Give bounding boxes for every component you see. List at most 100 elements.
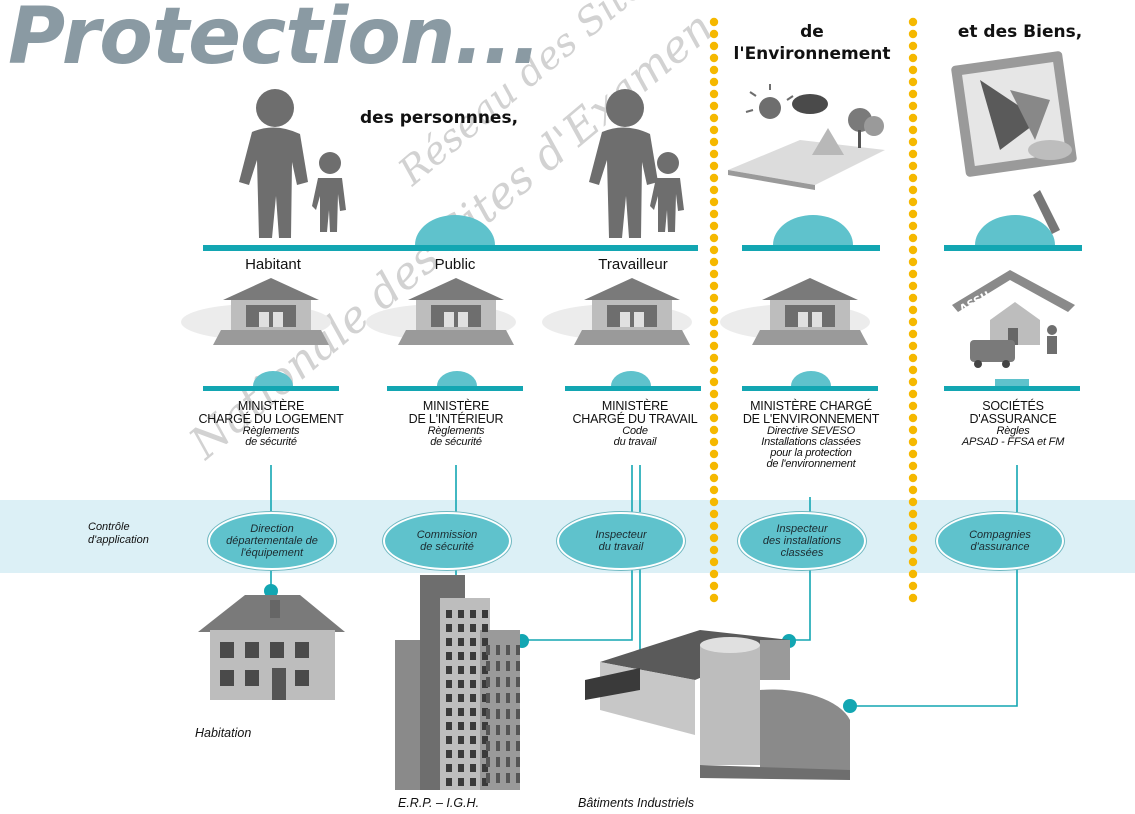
painting-icon <box>951 51 1077 234</box>
section-environnement-line1: de <box>800 22 824 42</box>
separator-dot <box>908 473 918 483</box>
separator-left <box>709 17 719 603</box>
separator-dot <box>908 161 918 171</box>
separator-dot <box>709 389 719 399</box>
separator-dot <box>908 269 918 279</box>
separator-dot <box>709 125 719 135</box>
separator-dot <box>908 581 918 591</box>
separator-dot <box>908 569 918 579</box>
oval-1-line3: l'équipement <box>240 547 303 559</box>
assurance-house-icon <box>952 270 1075 368</box>
separator-dot <box>709 161 719 171</box>
separator-dot <box>709 401 719 411</box>
caption-erp-igh: E.R.P. – I.G.H. <box>398 796 480 810</box>
separator-dot <box>709 449 719 459</box>
separator-dot <box>709 29 719 39</box>
separator-dot <box>709 53 719 63</box>
separator-dot <box>709 545 719 555</box>
separator-dot <box>709 65 719 75</box>
separator-dot <box>908 305 918 315</box>
ministry-logement: MINISTÈRE CHARGÉ DU LOGEMENT Règlements … <box>180 400 362 448</box>
separator-dot <box>709 533 719 543</box>
separator-dot <box>908 173 918 183</box>
ministry-environnement-sub3: pour la protection <box>770 447 852 459</box>
separator-dot <box>709 353 719 363</box>
ministry-environnement-line2: DE L'ENVIRONNEMENT <box>742 412 880 426</box>
separator-dot <box>709 521 719 531</box>
separator-dot <box>908 461 918 471</box>
separator-dot <box>908 101 918 111</box>
ministry-interieur-line2: DE L'INTÉRIEUR <box>408 412 504 426</box>
separator-dot <box>908 413 918 423</box>
separator-dot <box>709 473 719 483</box>
ministry-environnement-sub1: Directive SEVESO <box>767 425 855 437</box>
separator-dot <box>908 125 918 135</box>
separator-dot <box>709 569 719 579</box>
oval-2-line1: Commission <box>416 529 478 541</box>
separator-dot <box>908 221 918 231</box>
ministry-assurance-sub2: APSAD - FFSA et FM <box>961 436 1065 448</box>
separator-dot <box>908 377 918 387</box>
separator-dot <box>908 521 918 531</box>
separator-dot <box>908 41 918 51</box>
separator-dot <box>709 557 719 567</box>
separator-dot <box>908 233 918 243</box>
separator-dot <box>709 593 719 603</box>
separator-dot <box>709 41 719 51</box>
oval-4-line2: des installations <box>762 535 842 547</box>
tower-building-icon <box>395 575 520 790</box>
separator-dot <box>908 65 918 75</box>
control-label: Contrôle d'application <box>88 521 188 547</box>
ministry-interieur-line1: MINISTÈRE <box>422 399 490 413</box>
separator-right <box>908 17 918 603</box>
ministry-assurance: SOCIÉTÉS D'ASSURANCE Règles APSAD - FFSA… <box>922 400 1104 448</box>
separator-dot <box>709 377 719 387</box>
oval-4-line1: Inspecteur <box>776 523 828 535</box>
dome-personnes <box>415 215 495 245</box>
ministry-travail-line1: MINISTÈRE <box>601 399 669 413</box>
separator-dot <box>709 317 719 327</box>
separator-dot <box>908 77 918 87</box>
separator-dot <box>908 557 918 567</box>
ministry-assurance-line1: SOCIÉTÉS <box>982 399 1044 413</box>
separator-dot <box>908 389 918 399</box>
ministry-logement-sub2: de sécurité <box>245 436 297 448</box>
oval-5-line2: d'assurance <box>970 541 1030 553</box>
separator-dot <box>709 365 719 375</box>
separator-dot <box>709 245 719 255</box>
caption-batiments-industriels: Bâtiments Industriels <box>578 796 695 810</box>
separator-dot <box>908 593 918 603</box>
landscape-icon <box>728 84 885 190</box>
ministry-environnement-line1: MINISTÈRE CHARGÉ <box>750 399 872 413</box>
separator-dot <box>709 425 719 435</box>
ministry-interieur: MINISTÈRE DE L'INTÉRIEUR Règlements de s… <box>365 400 547 448</box>
connectors <box>270 465 1018 707</box>
separator-dot <box>908 437 918 447</box>
separator-dot <box>908 401 918 411</box>
separator-dot <box>709 17 719 27</box>
industrial-building-icon <box>585 630 850 780</box>
oval-compagnies-assurance: Compagnies d'assurance <box>936 512 1064 570</box>
control-label-line2: d'application <box>88 534 149 546</box>
ministry-travail-sub2: du travail <box>613 436 657 448</box>
separator-dot <box>709 413 719 423</box>
separator-dot <box>908 365 918 375</box>
oval-inspecteur-travail: Inspecteur du travail <box>557 512 685 570</box>
separator-dot <box>908 293 918 303</box>
ministry-building-icon <box>366 278 516 345</box>
ministry-travail-sub1: Code <box>622 425 648 437</box>
category-habitant: Habitant <box>245 256 301 273</box>
separator-dot <box>908 509 918 519</box>
top-bar-environnement <box>742 245 880 251</box>
separator-dot <box>709 305 719 315</box>
separator-dot <box>709 77 719 87</box>
separator-dot <box>709 509 719 519</box>
oval-direction-equipement: Direction départementale de l'équipement <box>208 512 336 570</box>
separator-dot <box>709 233 719 243</box>
oval-3-line1: Inspecteur <box>595 529 647 541</box>
separator-dot <box>709 581 719 591</box>
top-bar-personnes <box>203 245 698 251</box>
separator-dot <box>908 485 918 495</box>
dome-biens <box>975 215 1055 245</box>
